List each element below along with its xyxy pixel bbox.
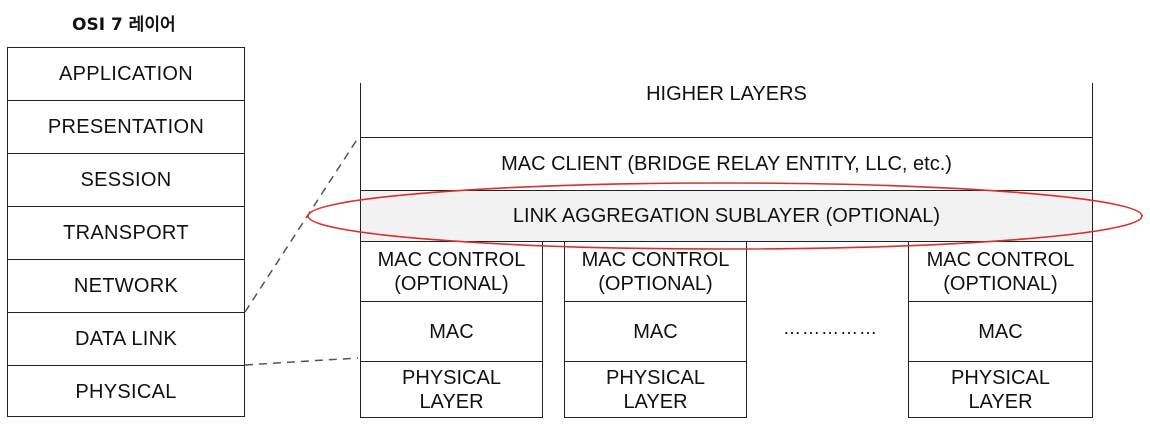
zoom-line-bottom [244, 357, 359, 366]
highlight-ellipse [307, 182, 1143, 250]
higher-layers-label: HIGHER LAYERS [646, 83, 807, 105]
mac-box-2: MAC [564, 301, 747, 362]
osi-layer-network: NETWORK [8, 260, 244, 313]
physical-layer-box-1: PHYSICAL LAYER [360, 361, 543, 418]
diagram-title: OSI 7 레이어 [72, 15, 176, 35]
osi-layer-presentation: PRESENTATION [8, 101, 244, 154]
mac-control-box-3: MAC CONTROL (OPTIONAL) [908, 241, 1093, 302]
higher-layers-right-edge [1092, 83, 1093, 138]
mac-box-3: MAC [908, 301, 1093, 362]
osi-layer-physical: PHYSICAL [75, 380, 177, 403]
mac-control-box-1: MAC CONTROL (OPTIONAL) [360, 241, 543, 302]
osi-layer-session: SESSION [8, 154, 244, 207]
osi-stack: APPLICATION PRESENTATION SESSION TRANSPO… [7, 47, 245, 417]
higher-layers-left-edge [360, 83, 361, 138]
zoom-line-top [244, 137, 359, 313]
mac-box-1: MAC [360, 301, 543, 362]
physical-layer-box-2: PHYSICAL LAYER [564, 361, 747, 418]
ellipsis-dots: …………… [783, 318, 878, 338]
mac-control-box-2: MAC CONTROL (OPTIONAL) [564, 241, 747, 302]
osi-layer-data-link: DATA LINK [8, 313, 244, 366]
osi-layer-application: APPLICATION [8, 48, 244, 101]
physical-layer-box-3: PHYSICAL LAYER [908, 361, 1093, 418]
osi-layer-transport: TRANSPORT [8, 207, 244, 260]
